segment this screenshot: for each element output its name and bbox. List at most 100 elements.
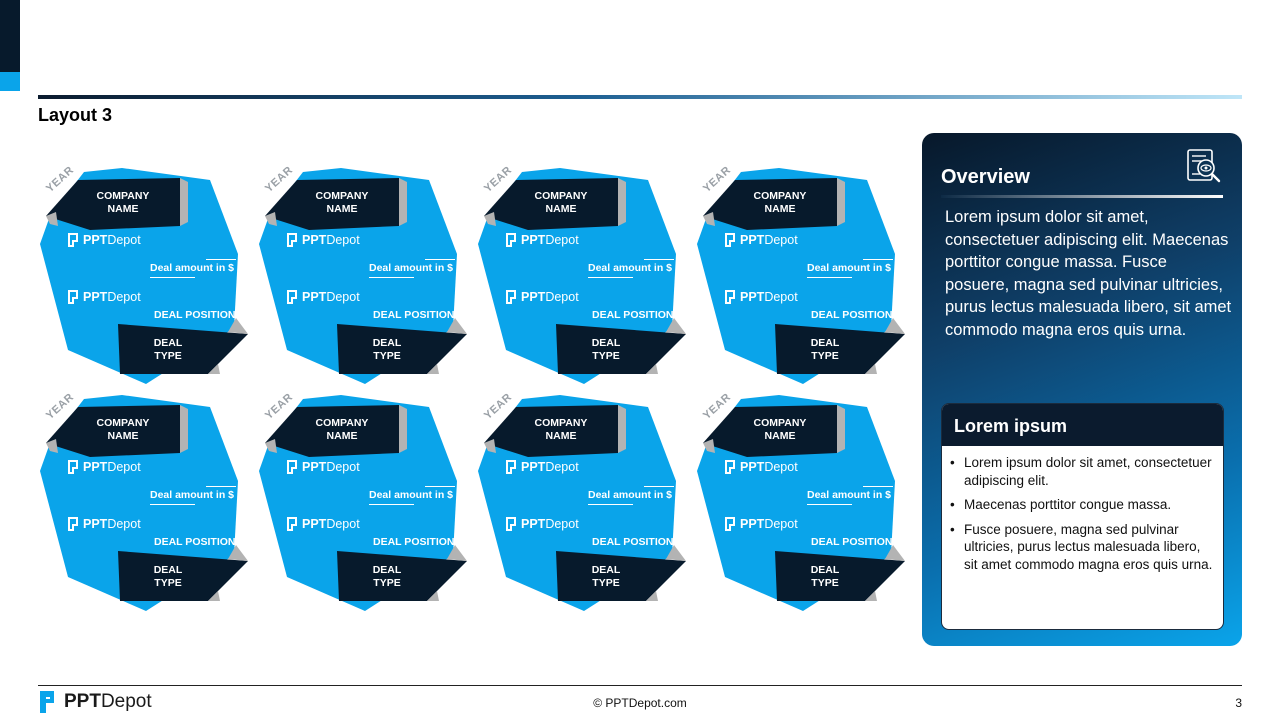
amount-rule xyxy=(206,486,236,487)
document-search-icon xyxy=(1184,147,1224,187)
brand-rest: Depot xyxy=(107,290,141,304)
brand-bold: PPT xyxy=(302,233,327,247)
amount-underline xyxy=(807,277,852,278)
deal-type-line: DEAL xyxy=(810,337,840,349)
deal-type-line: TYPE xyxy=(373,577,401,589)
amount-rule xyxy=(644,486,674,487)
brand-bold: PPT xyxy=(302,517,327,531)
brand-rest: Depot xyxy=(107,233,141,247)
corner-accent-blue xyxy=(0,72,20,91)
pptdepot-logo-icon xyxy=(725,460,736,474)
pptdepot-logo-icon xyxy=(725,233,736,247)
deal-type-line: TYPE xyxy=(592,577,620,589)
pptdepot-logo-icon xyxy=(725,290,736,304)
corner-accent-dark xyxy=(0,0,20,72)
footer-rule xyxy=(38,685,1242,686)
brand-rest: Depot xyxy=(326,517,360,531)
company-name-line: COMPANY xyxy=(753,417,807,429)
deal-card-shape xyxy=(40,395,248,611)
company-name-line: NAME xyxy=(326,430,358,442)
deal-amount: Deal amount in $ xyxy=(369,489,454,501)
deal-type-line: DEAL xyxy=(810,564,840,576)
footer-copyright: © PPTDepot.com xyxy=(593,696,687,710)
brand-rest: Depot xyxy=(764,290,798,304)
amount-underline xyxy=(369,504,414,505)
brand-bold: PPT xyxy=(302,290,327,304)
deal-type-line: TYPE xyxy=(154,577,182,589)
overview-title: Overview xyxy=(941,166,1030,188)
deal-card-shape xyxy=(697,395,905,611)
brand-bold: PPT xyxy=(521,233,546,247)
amount-underline xyxy=(150,277,195,278)
company-name-line: NAME xyxy=(545,430,577,442)
deal-card-shape xyxy=(40,168,248,384)
brand-rest: Depot xyxy=(545,517,579,531)
deal-position: DEAL POSITION xyxy=(592,536,674,548)
pptdepot-logo-icon xyxy=(287,517,298,531)
brand-bold: PPT xyxy=(83,460,108,474)
amount-underline xyxy=(588,277,633,278)
deal-position: DEAL POSITION xyxy=(154,309,236,321)
amount-rule xyxy=(863,259,893,260)
deal-card-shape xyxy=(259,395,467,611)
deal-position: DEAL POSITION xyxy=(811,309,893,321)
pptdepot-logo-icon xyxy=(68,460,79,474)
pptdepot-logo-icon xyxy=(287,460,298,474)
deal-type-line: DEAL xyxy=(153,337,183,349)
deal-type-line: DEAL xyxy=(372,564,402,576)
brand-bold: PPT xyxy=(521,517,546,531)
deal-card-shape xyxy=(697,168,905,384)
company-name-line: NAME xyxy=(107,430,139,442)
pptdepot-logo-icon xyxy=(506,460,517,474)
brand-rest: Depot xyxy=(764,460,798,474)
company-name-line: COMPANY xyxy=(534,417,588,429)
company-name-line: NAME xyxy=(326,203,358,215)
footer-brand-rest: Depot xyxy=(100,691,152,712)
brand-rest: Depot xyxy=(545,290,579,304)
brand-bold: PPT xyxy=(740,233,765,247)
company-name-line: COMPANY xyxy=(96,190,150,202)
company-name-line: COMPANY xyxy=(534,190,588,202)
deal-type-line: TYPE xyxy=(811,577,839,589)
pptdepot-logo-icon xyxy=(287,233,298,247)
deal-type-line: DEAL xyxy=(153,564,183,576)
overview-panel: Overview Lorem ipsum dolor sit amet, con… xyxy=(922,133,1242,646)
lorem-bullet-list: Lorem ipsum dolor sit amet, consectetuer… xyxy=(942,446,1223,573)
amount-rule xyxy=(425,259,455,260)
company-name-line: COMPANY xyxy=(753,190,807,202)
pptdepot-logo-icon xyxy=(725,517,736,531)
overview-rule xyxy=(941,195,1223,198)
deal-position: DEAL POSITION xyxy=(811,536,893,548)
company-name-line: COMPANY xyxy=(315,190,369,202)
company-name-line: COMPANY xyxy=(96,417,150,429)
brand-rest: Depot xyxy=(545,233,579,247)
pptdepot-logo-icon xyxy=(506,290,517,304)
brand-bold: PPT xyxy=(740,517,765,531)
deal-amount: Deal amount in $ xyxy=(588,489,673,501)
deal-card-shape xyxy=(478,168,686,384)
pptdepot-logo-icon xyxy=(38,689,58,715)
